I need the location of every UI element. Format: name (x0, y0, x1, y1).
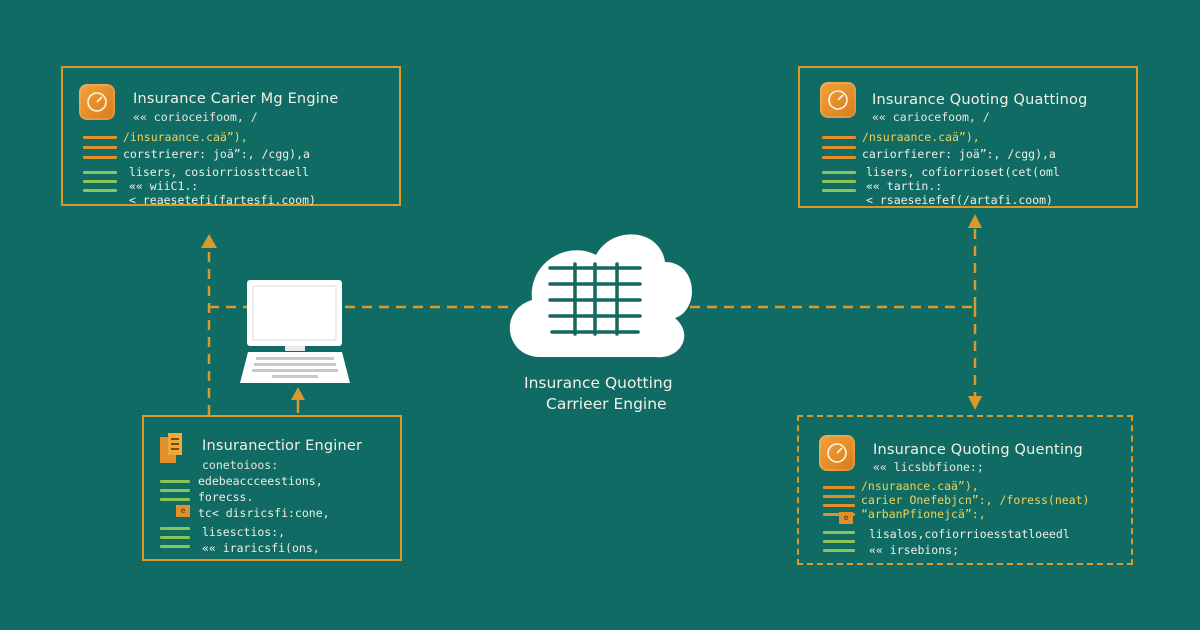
center-label-line2: Carrieer Engine (546, 395, 667, 413)
panel-top-left: Insurance Carier Mg Engine «« corioceifo… (61, 66, 401, 207)
code-line: lisers, cosiorriossttcaell (129, 165, 310, 179)
gauge-badge-icon (820, 82, 856, 118)
code-line: edebeaccceestions, (198, 474, 323, 488)
code-line: /nsuraance.caä”), (862, 130, 980, 144)
code-line: «« iraricsfi(ons, (202, 541, 320, 555)
panel-title: Insurance Quoting Quenting (873, 442, 1083, 458)
panel-subtitle: «« cariocefoom, / (872, 110, 990, 124)
panel-bottom-right: Insurance Quoting Quenting «« licsbbfion… (797, 415, 1133, 565)
code-line: “arbanPfionejcä”:, (861, 507, 986, 521)
code-line: «« irsebions; (869, 543, 960, 557)
code-line: cariorfierer: joä”:, /cgg),a (862, 147, 1056, 161)
code-line: carier Onefebjcn”:, /foress(neat) (861, 493, 1090, 507)
panel-bottom-left: Insuranectior Enginer conetoioos: edebea… (142, 415, 402, 561)
code-line: /nsuraance.caä”), (861, 479, 979, 493)
code-line: /insuraance.caä”), (123, 130, 248, 144)
center-label-line1: Insurance Quotting (524, 374, 673, 392)
panel-title: Insurance Carier Mg Engine (133, 91, 339, 107)
laptop-icon (240, 280, 350, 383)
code-line: lisers, cofiorrioset(cet(oml (866, 165, 1060, 179)
tag-icon: e (839, 512, 853, 524)
code-line: forecss. (198, 490, 254, 504)
panel-subtitle: conetoioos: (202, 458, 279, 472)
arrow-up-top-right (968, 214, 982, 228)
panel-subtitle: «« licsbbfione:; (873, 460, 984, 474)
arrow-down-bottom-right (968, 396, 982, 410)
arrow-up-top-left (201, 234, 217, 248)
code-line: tc< disricsfi:cone, (198, 506, 330, 520)
code-line: corstrierer: joä”:, /cgg),a (123, 147, 310, 161)
code-line: «« tartin.: (866, 179, 943, 193)
code-line: «« wiiC1.: (129, 179, 199, 193)
cloud-table-icon (509, 234, 692, 358)
panel-subtitle: «« corioceifoom, / (133, 110, 258, 124)
panel-title: Insuranectior Enginer (202, 438, 363, 454)
code-line: < reaesetefi(fartesfi.coom) (129, 193, 316, 207)
panel-top-right: Insurance Quoting Quattinog «« cariocefo… (798, 66, 1138, 208)
tag-icon: e (176, 505, 190, 517)
gauge-badge-icon (819, 435, 855, 471)
document-icon (158, 433, 190, 471)
code-line: < rsaeseiefef(/artafi.coom) (866, 193, 1053, 207)
code-line: lisesctios:, (202, 525, 286, 539)
code-line: lisalos,cofiorrioesstatloeedl (869, 527, 1070, 541)
gauge-badge-icon (79, 84, 115, 120)
panel-title: Insurance Quoting Quattinog (872, 92, 1088, 108)
arrow-up-laptop (291, 387, 305, 400)
